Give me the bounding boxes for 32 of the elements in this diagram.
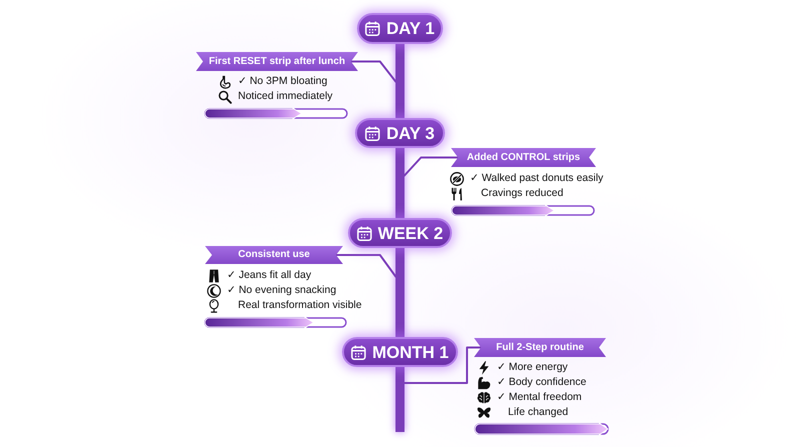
benefit-text: ✓ More energy xyxy=(497,361,568,374)
benefit-text: ✓ Jeans fit all day xyxy=(227,269,312,282)
milestone-label: DAY 3 xyxy=(386,124,435,142)
ribbon-label: First RESET strip after lunch xyxy=(208,56,346,66)
milestone-pill xyxy=(355,118,445,148)
benefit-text: ✓ No evening snacking xyxy=(227,284,336,297)
ribbon-banner xyxy=(474,338,606,357)
leader-line xyxy=(351,60,397,83)
benefit-text: ✓ No 3PM bloating xyxy=(238,75,328,88)
benefit-text: Real transformation visible xyxy=(238,299,362,312)
ribbon-label: Full 2-Step routine xyxy=(496,342,584,352)
ribbon-banner xyxy=(451,148,596,167)
ribbon-label: Consistent use xyxy=(238,250,310,260)
benefit-text: ✓ Walked past donuts easily xyxy=(470,172,604,185)
milestone-label: DAY 1 xyxy=(386,20,435,37)
leader-line xyxy=(336,254,397,278)
benefit-text: Noticed immediately xyxy=(238,90,333,103)
milestone-pill xyxy=(342,337,458,367)
benefit-text: ✓ Mental freedom xyxy=(497,391,582,404)
benefit-text: ✓ Body confidence xyxy=(497,376,586,389)
benefit-text: Life changed xyxy=(508,406,568,419)
ribbon-banner xyxy=(205,246,343,264)
milestone-pill xyxy=(348,218,452,248)
ribbon-banner xyxy=(196,52,358,71)
milestone-pill xyxy=(357,13,443,44)
milestone-label: WEEK 2 xyxy=(378,224,444,242)
leader-line xyxy=(403,156,458,177)
leader-line xyxy=(404,346,481,384)
benefit-text: Cravings reduced xyxy=(481,187,564,200)
milestone-label: MONTH 1 xyxy=(372,344,449,360)
timeline-line xyxy=(396,367,404,432)
ribbon-label: Added CONTROL strips xyxy=(466,152,580,162)
